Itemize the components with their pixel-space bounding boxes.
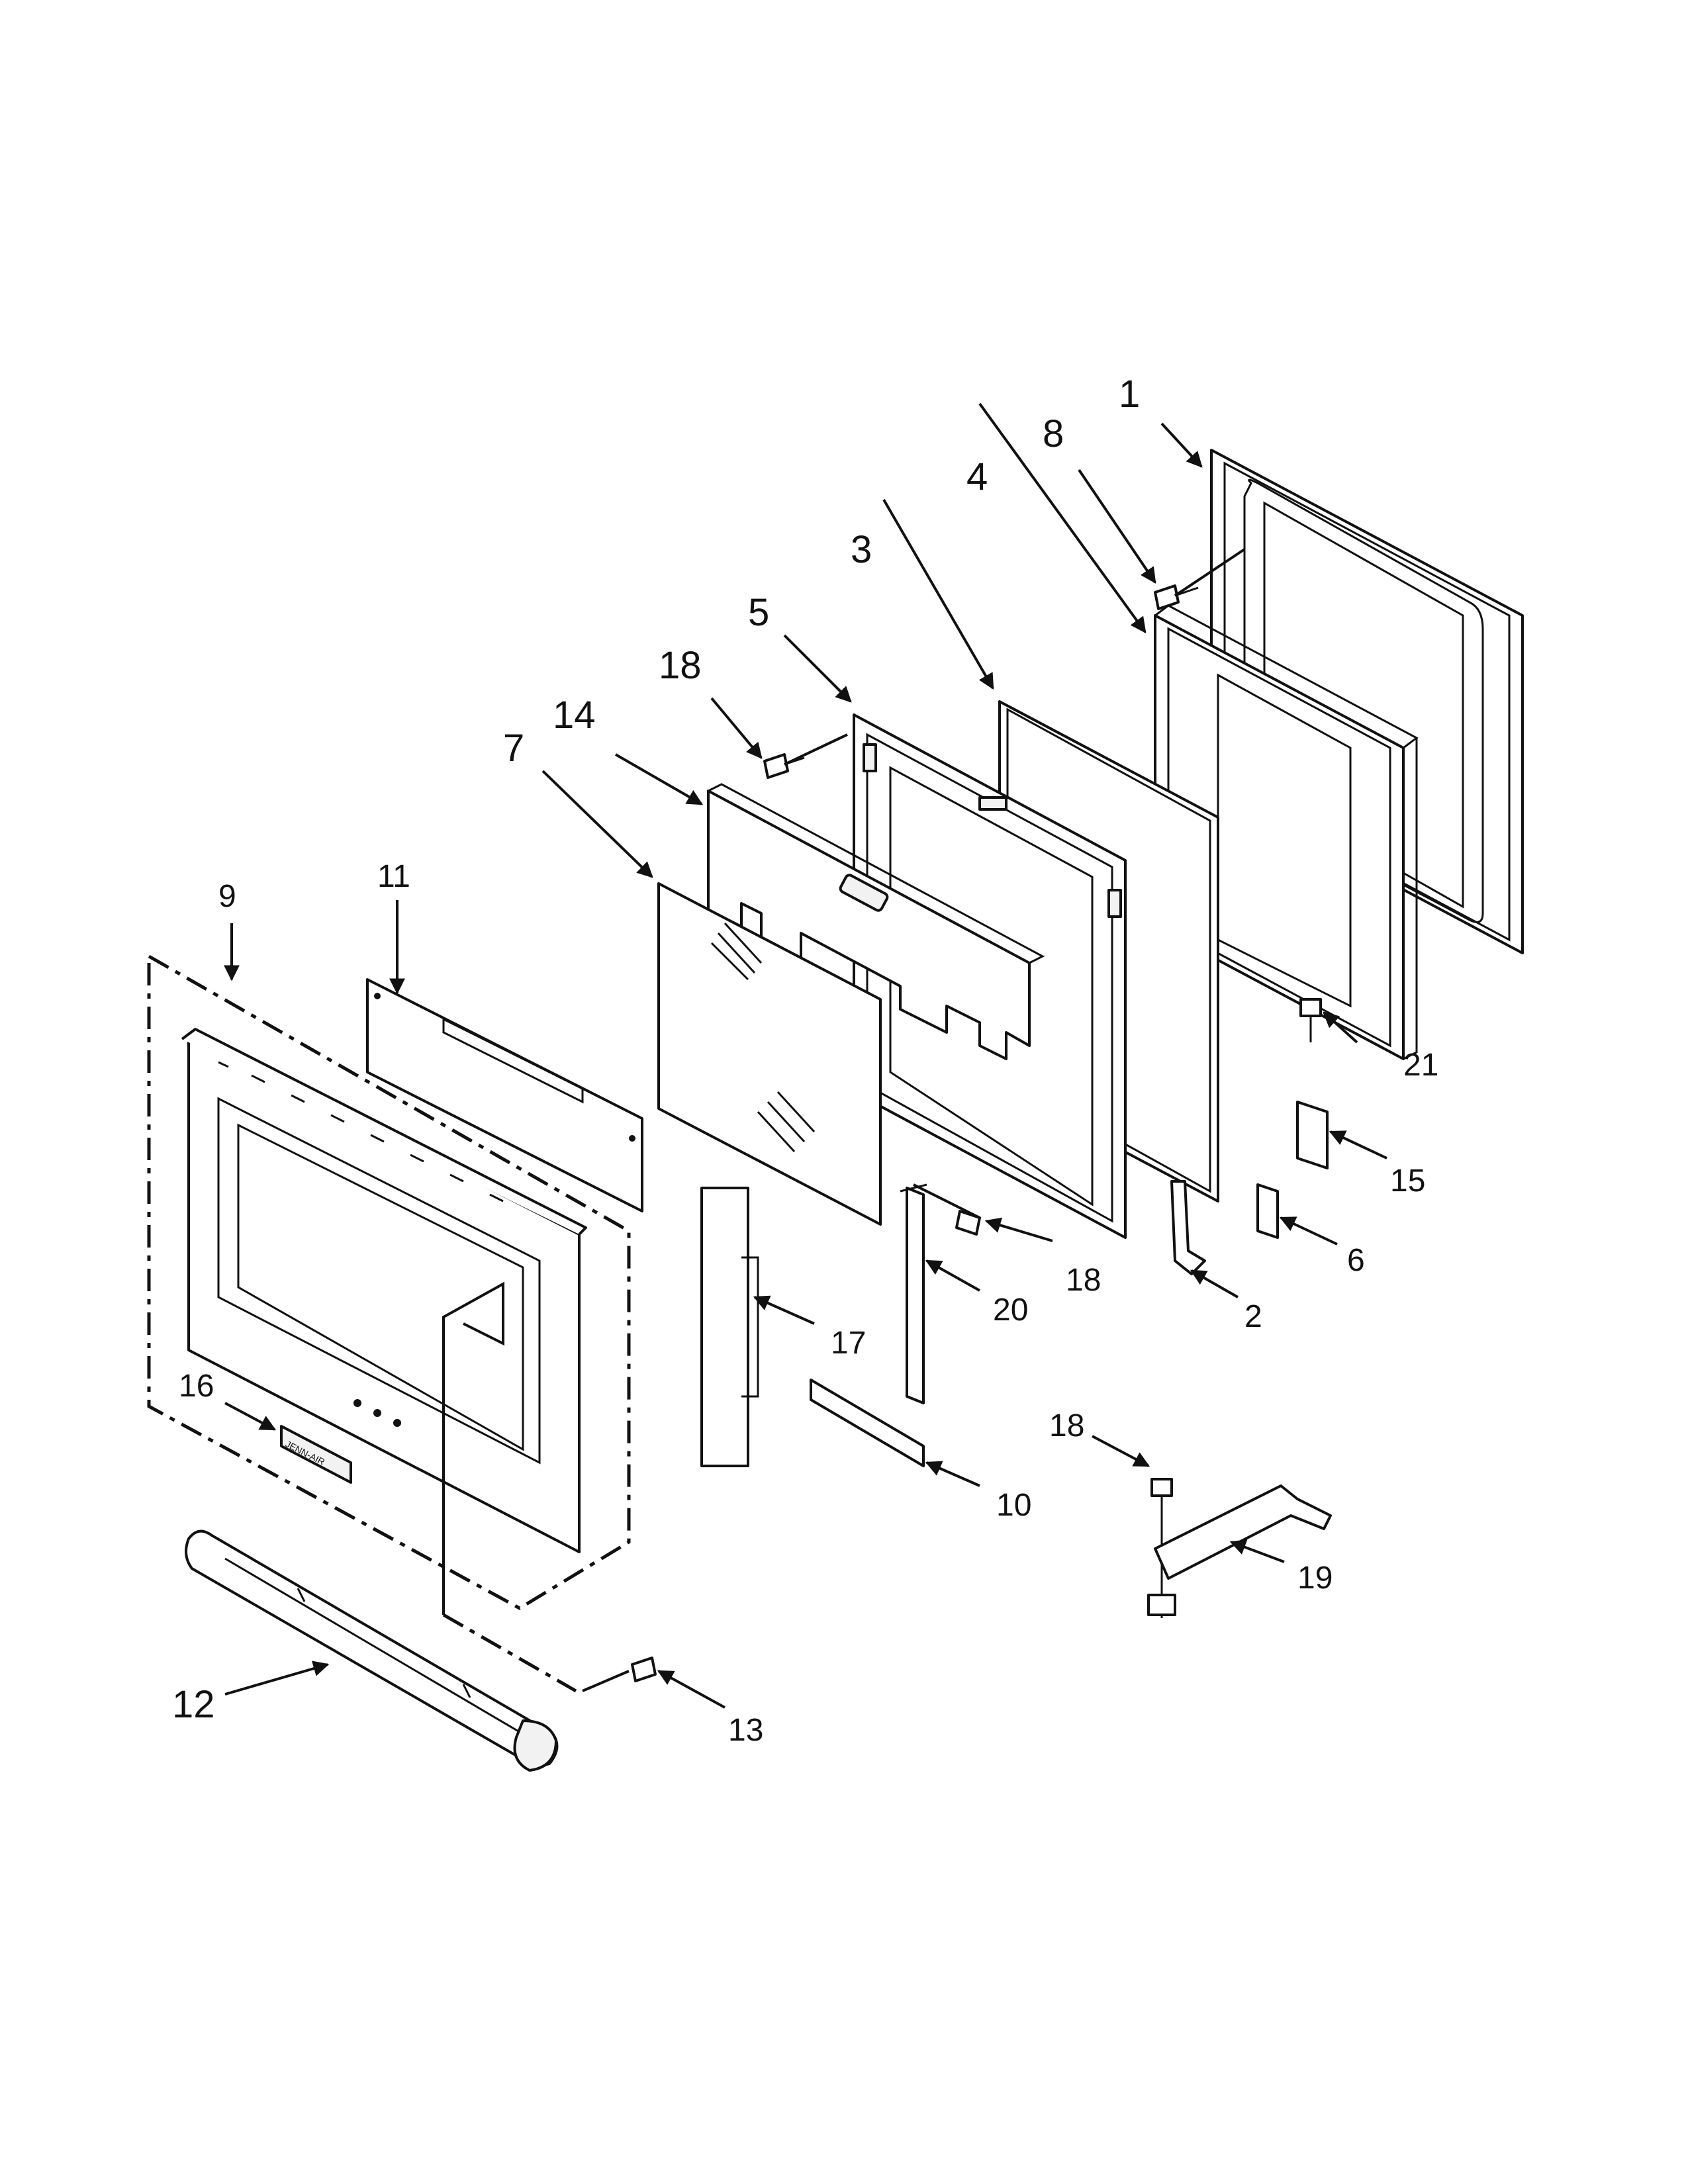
part-8-screw — [1154, 584, 1199, 610]
callout-6: 6 — [1347, 1243, 1365, 1278]
callout-1: 1 — [1119, 373, 1140, 416]
part-2-latch — [1170, 1180, 1206, 1275]
callout-10: 10 — [996, 1488, 1031, 1523]
part-12-handle — [185, 1529, 559, 1772]
callout-11: 11 — [377, 859, 410, 894]
callout-18-lower: 18 — [1049, 1408, 1084, 1443]
callout-5: 5 — [748, 591, 769, 634]
part-20-hinge-bracket — [900, 1183, 927, 1404]
callout-3: 3 — [851, 528, 872, 571]
part-9-door-assembly-outline — [147, 953, 631, 1610]
door-front-panel — [181, 1028, 587, 1553]
callout-19: 19 — [1297, 1561, 1333, 1596]
callout-20: 20 — [993, 1293, 1028, 1328]
callout-14: 14 — [553, 694, 596, 737]
callout-16: 16 — [179, 1369, 214, 1404]
part-19-hinge-arm — [1147, 1484, 1332, 1616]
part-10-bracket — [810, 1379, 925, 1467]
callout-12: 12 — [172, 1683, 215, 1726]
part-21-screw — [1299, 998, 1322, 1042]
callout-leaders — [224, 402, 1387, 1709]
callout-15: 15 — [1390, 1163, 1425, 1199]
part-15-bracket-plate — [1296, 1101, 1329, 1169]
assembly-reference-lines — [442, 548, 1246, 1693]
part-7-inner-glass — [657, 882, 882, 1226]
callout-8: 8 — [1043, 412, 1064, 455]
part-16-brand-badge: JENN-AIR — [280, 1425, 352, 1484]
callout-17: 17 — [831, 1326, 866, 1361]
callout-13: 13 — [728, 1713, 763, 1748]
callout-labels: 1 2 3 4 5 6 7 8 9 10 11 12 13 14 15 16 1… — [172, 373, 1438, 1748]
callout-18-upper: 18 — [659, 644, 702, 687]
callout-9: 9 — [218, 879, 236, 914]
callout-4: 4 — [966, 455, 988, 498]
callout-7: 7 — [503, 727, 524, 770]
callout-2: 2 — [1244, 1299, 1262, 1334]
part-13-screw — [631, 1657, 657, 1682]
callout-21: 21 — [1403, 1048, 1438, 1083]
part-17-side-trim — [700, 1187, 759, 1467]
part-14-heat-shield — [707, 783, 1045, 1060]
part-6-clip — [1256, 1183, 1279, 1239]
callout-18-middle: 18 — [1066, 1263, 1101, 1298]
part-11-vent-deflector — [366, 978, 643, 1212]
